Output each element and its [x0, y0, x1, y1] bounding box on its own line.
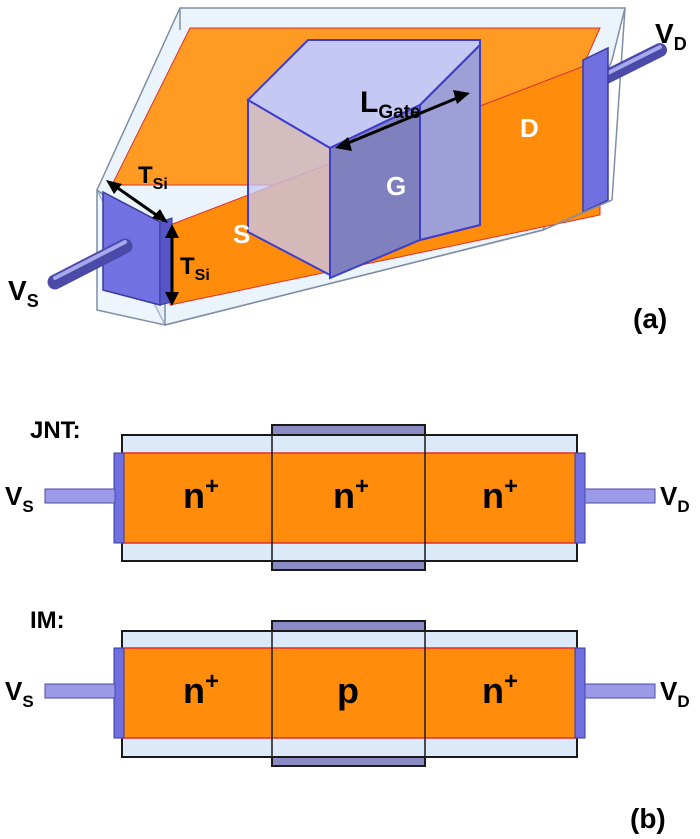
lgate-arrowhead	[453, 90, 470, 104]
jnt-silicon	[121, 452, 578, 544]
jnt-drain-contact	[574, 452, 586, 544]
im-drain-contact	[574, 647, 586, 739]
panel-a-3d-device: TSi TSi LGate S G D VS VD (a)	[8, 7, 687, 334]
im-region-channel: p	[337, 670, 359, 711]
jnt-region-source: n+	[183, 473, 219, 516]
tsi-top-label: TSi	[138, 162, 168, 193]
drain-contact	[582, 46, 609, 214]
jnt-device: JNT: n+ n+ n+ VS VD	[5, 417, 690, 571]
jnt-label: JNT:	[30, 417, 81, 444]
im-region-drain: n+	[482, 668, 518, 711]
im-vs-label: VS	[5, 676, 34, 711]
tsi-top-arrowhead	[152, 209, 168, 223]
tsi-top-arrowhead	[106, 180, 122, 194]
drain-lead-highlight	[598, 45, 662, 79]
source-lead	[47, 238, 133, 290]
lgate-label: LGate	[360, 86, 421, 123]
im-vd-label: VD	[660, 676, 690, 711]
im-device: IM: n+ p n+ VS VD	[5, 607, 690, 767]
im-silicon	[121, 647, 578, 739]
lgate-arrow	[342, 94, 463, 147]
panel-b-label: (b)	[630, 803, 666, 834]
oxide-edge	[164, 229, 544, 326]
im-source-lead	[44, 683, 116, 699]
jnt-vs-label: VS	[5, 481, 34, 516]
jnt-drain-lead	[584, 488, 656, 504]
oxide-edge	[542, 199, 613, 231]
tsi-side-arrowhead	[165, 292, 179, 306]
vs-label-a: VS	[8, 275, 39, 311]
tsi-side-arrowhead	[165, 224, 179, 238]
source-letter: S	[233, 219, 250, 249]
panel-a-label: (a)	[633, 303, 667, 334]
im-label: IM:	[30, 607, 65, 634]
jnt-region-drain: n+	[482, 473, 518, 516]
im-drain-lead	[584, 683, 656, 699]
lgate-arrowhead	[335, 137, 352, 151]
jnt-source-lead	[44, 488, 116, 504]
vd-label-a: VD	[655, 18, 687, 54]
gate-letter: G	[386, 171, 406, 201]
source-lead-highlight	[53, 240, 127, 280]
panel-b-cross-sections: JNT: n+ n+ n+ VS VD IM:	[5, 417, 690, 834]
jnt-region-channel: n+	[333, 473, 369, 516]
drain-letter: D	[520, 113, 539, 143]
tsi-top-arrow	[111, 182, 163, 221]
tsi-side-label: TSi	[180, 253, 210, 284]
im-region-source: n+	[183, 668, 219, 711]
drain-lead	[593, 43, 667, 87]
oxide-edge	[611, 7, 626, 201]
jnt-vd-label: VD	[660, 481, 690, 516]
